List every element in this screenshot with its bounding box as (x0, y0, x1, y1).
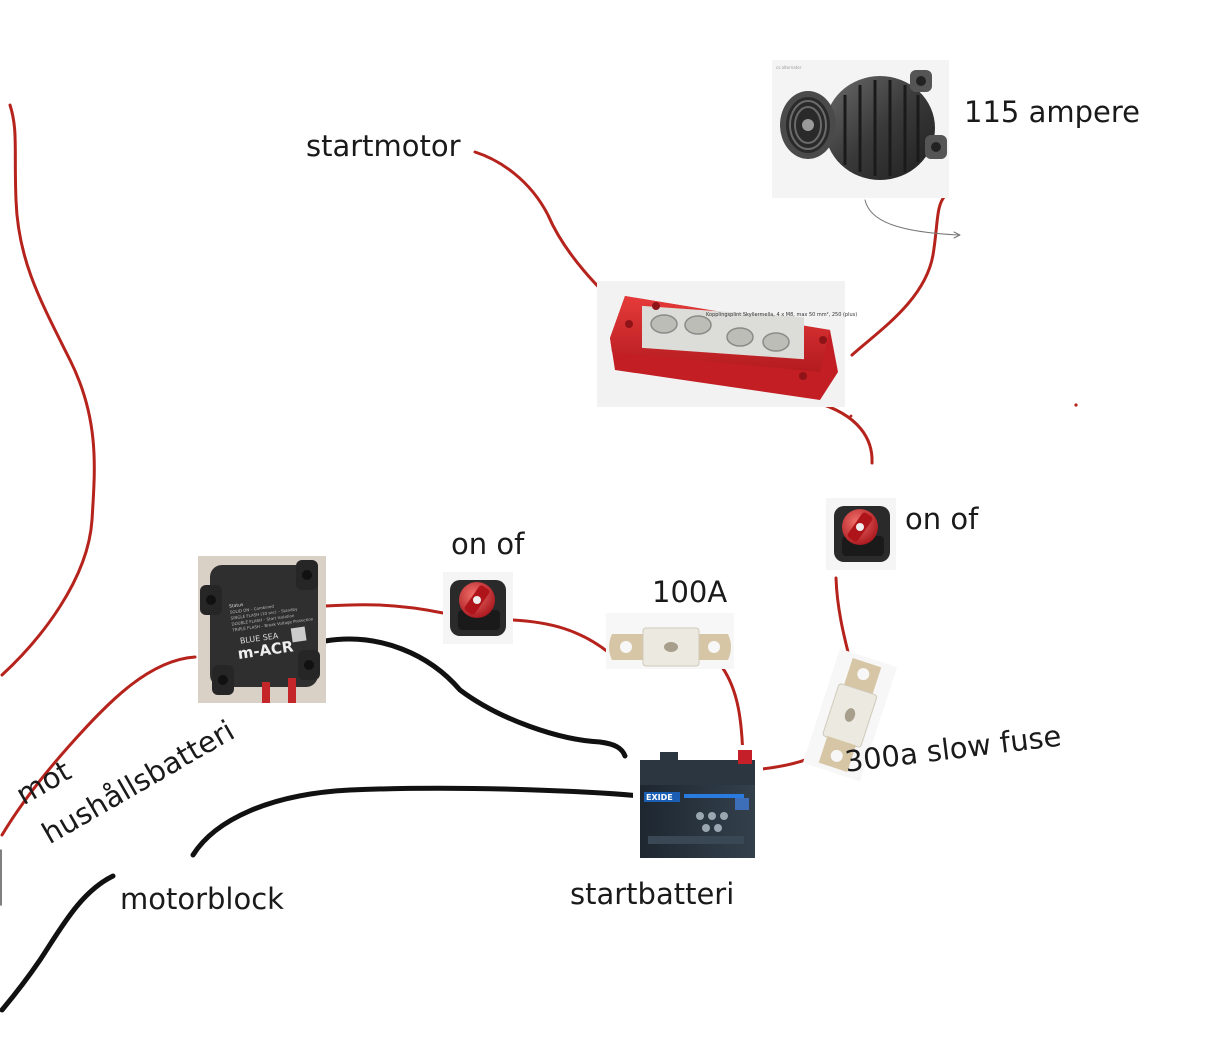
red-wire-relay-switch (323, 603, 445, 615)
red-wire-long-left (0, 103, 96, 677)
fuse-100-label: 100A (652, 575, 728, 609)
red-wire-switch-busbar (813, 400, 874, 465)
anl-fuse-icon (802, 648, 898, 782)
alternator-icon: cs alternator (772, 60, 949, 198)
busbar-icon: Kopplingsplint Skyllermella, 4 x M8, max… (597, 281, 857, 407)
battery-switch-icon (443, 572, 513, 644)
car-battery-icon: EXIDE (633, 745, 763, 867)
acr-spec-2: SOLID ON – Combined (230, 604, 275, 615)
busbar-tag: Kopplingsplint Skyllermella, 4 x M8, max… (706, 312, 857, 318)
startmotor-label: startmotor (306, 129, 461, 163)
red-wire-switch-fuse100 (511, 618, 610, 654)
switch-left-label: on of (451, 527, 525, 561)
acr-relay-icon: Status SOLID ON – Combined SINGLE FLASH … (198, 556, 326, 703)
red-wire-house-battery (0, 655, 197, 837)
black-wire-relay-battery (322, 636, 628, 759)
black-wire-motorblock-edge (0, 873, 116, 1013)
alternator-arrow-line (864, 199, 959, 236)
wires (0, 103, 1078, 1013)
anl-fuse-icon (606, 613, 734, 669)
startbatteri-label: startbatteri (570, 877, 735, 911)
alternator-rating-label: 115 ampere (964, 95, 1140, 129)
battery-switch-icon (826, 498, 896, 570)
black-wire-battery-motorblock (190, 785, 643, 858)
red-wire-fuse300-switch (834, 576, 852, 662)
arrow-head-icon (953, 231, 961, 239)
red-wire-busbar-alternator (850, 194, 947, 357)
acr-spec-1: Status (229, 602, 245, 610)
switch-top-label: on of (905, 502, 979, 536)
svg-text:cs alternator: cs alternator (776, 65, 802, 70)
red-dot-mark (849, 414, 853, 418)
battery-brand: EXIDE (646, 793, 673, 802)
motorblock-label: motorblock (120, 882, 284, 916)
red-dot-mark (1074, 403, 1078, 407)
